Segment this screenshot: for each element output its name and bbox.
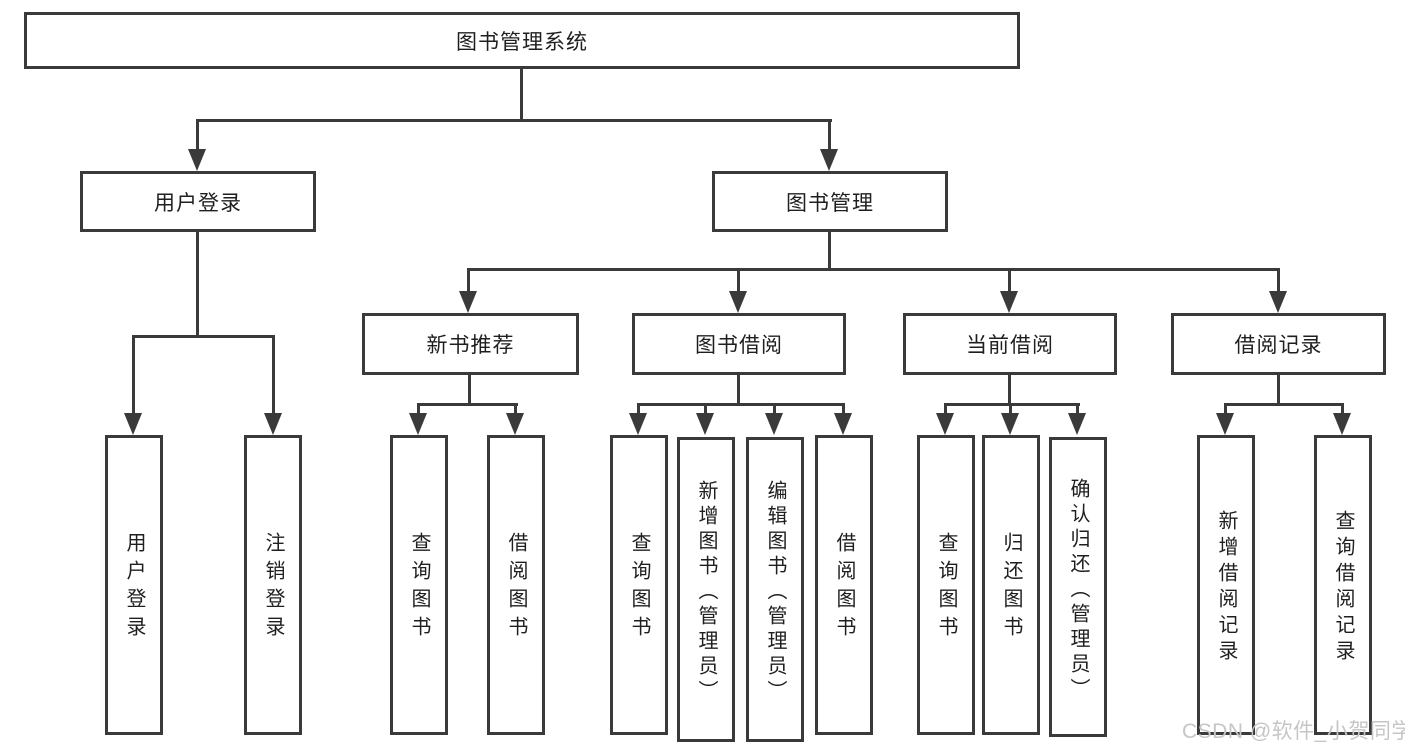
node-borrowing-records: 借阅记录 — [1171, 313, 1386, 375]
connector-line — [944, 403, 947, 416]
arrowhead-icon — [1000, 291, 1018, 313]
connector-line — [1277, 268, 1280, 294]
connector-line — [196, 119, 832, 122]
connector-line — [828, 230, 831, 270]
connector-line — [1224, 403, 1227, 416]
leaf-confirm-return-admin: 确认归还（管理员） — [1049, 437, 1107, 737]
connector-line — [1008, 373, 1011, 405]
arrowhead-icon — [124, 413, 142, 435]
connector-line — [132, 335, 275, 338]
connector-line — [737, 268, 740, 294]
arrowhead-icon — [409, 413, 427, 435]
connector-line — [196, 119, 199, 153]
connector-line — [1224, 403, 1344, 406]
leaf-borrow-books-recommend: 借阅图书 — [487, 435, 545, 735]
connector-line — [842, 403, 845, 416]
connector-line — [417, 403, 518, 406]
arrowhead-icon — [629, 413, 647, 435]
leaf-add-books-admin: 新增图书（管理员） — [677, 437, 735, 742]
arrowhead-icon — [459, 291, 477, 313]
arrowhead-icon — [1068, 413, 1086, 435]
arrowhead-icon — [765, 413, 783, 435]
leaf-query-books-borrowing: 查询图书 — [610, 435, 668, 735]
connector-line — [467, 268, 470, 294]
arrowhead-icon — [506, 413, 524, 435]
node-user-login: 用户登录 — [80, 171, 316, 232]
node-book-management: 图书管理 — [712, 171, 948, 232]
connector-line — [1341, 403, 1344, 416]
leaf-borrow-books-borrowing: 借阅图书 — [815, 435, 873, 735]
connector-line — [196, 230, 199, 337]
arrowhead-icon — [188, 149, 206, 171]
connector-line — [468, 373, 471, 405]
arrowhead-icon — [696, 413, 714, 435]
connector-line — [1076, 403, 1079, 416]
node-book-borrowing: 图书借阅 — [632, 313, 846, 375]
connector-line — [737, 373, 740, 405]
connector-line — [828, 119, 831, 153]
leaf-logout-login: 注销登录 — [244, 435, 302, 735]
connector-line — [514, 403, 517, 416]
connector-line — [417, 403, 420, 416]
arrowhead-icon — [834, 413, 852, 435]
node-current-borrowing: 当前借阅 — [903, 313, 1117, 375]
connector-line — [637, 403, 640, 416]
connector-line — [1277, 373, 1280, 405]
connector-line — [704, 403, 707, 416]
connector-line — [1008, 268, 1011, 294]
watermark-text: CSDN @软件_小贺同学 — [1182, 720, 1405, 743]
connector-line — [637, 403, 845, 406]
connector-line — [520, 66, 523, 121]
leaf-add-borrow-record: 新增借阅记录 — [1197, 435, 1255, 735]
leaf-query-borrow-record: 查询借阅记录 — [1314, 435, 1372, 735]
connector-line — [773, 403, 776, 416]
connector-line — [272, 335, 275, 415]
arrowhead-icon — [1269, 291, 1287, 313]
arrowhead-icon — [820, 149, 838, 171]
node-root: 图书管理系统 — [24, 12, 1020, 69]
arrowhead-icon — [264, 413, 282, 435]
leaf-query-books-recommend: 查询图书 — [390, 435, 448, 735]
leaf-return-books: 归还图书 — [982, 435, 1040, 735]
arrowhead-icon — [729, 291, 747, 313]
connector-line — [1009, 403, 1012, 416]
connector-line — [944, 403, 1080, 406]
connector-line — [467, 268, 1280, 271]
arrowhead-icon — [1001, 413, 1019, 435]
arrowhead-icon — [936, 413, 954, 435]
leaf-query-books-current: 查询图书 — [917, 435, 975, 735]
arrowhead-icon — [1216, 413, 1234, 435]
leaf-user-login: 用户登录 — [105, 435, 163, 735]
arrowhead-icon — [1333, 413, 1351, 435]
node-new-book-recommend: 新书推荐 — [362, 313, 579, 375]
leaf-edit-books-admin: 编辑图书（管理员） — [746, 437, 804, 742]
connector-line — [132, 335, 135, 415]
